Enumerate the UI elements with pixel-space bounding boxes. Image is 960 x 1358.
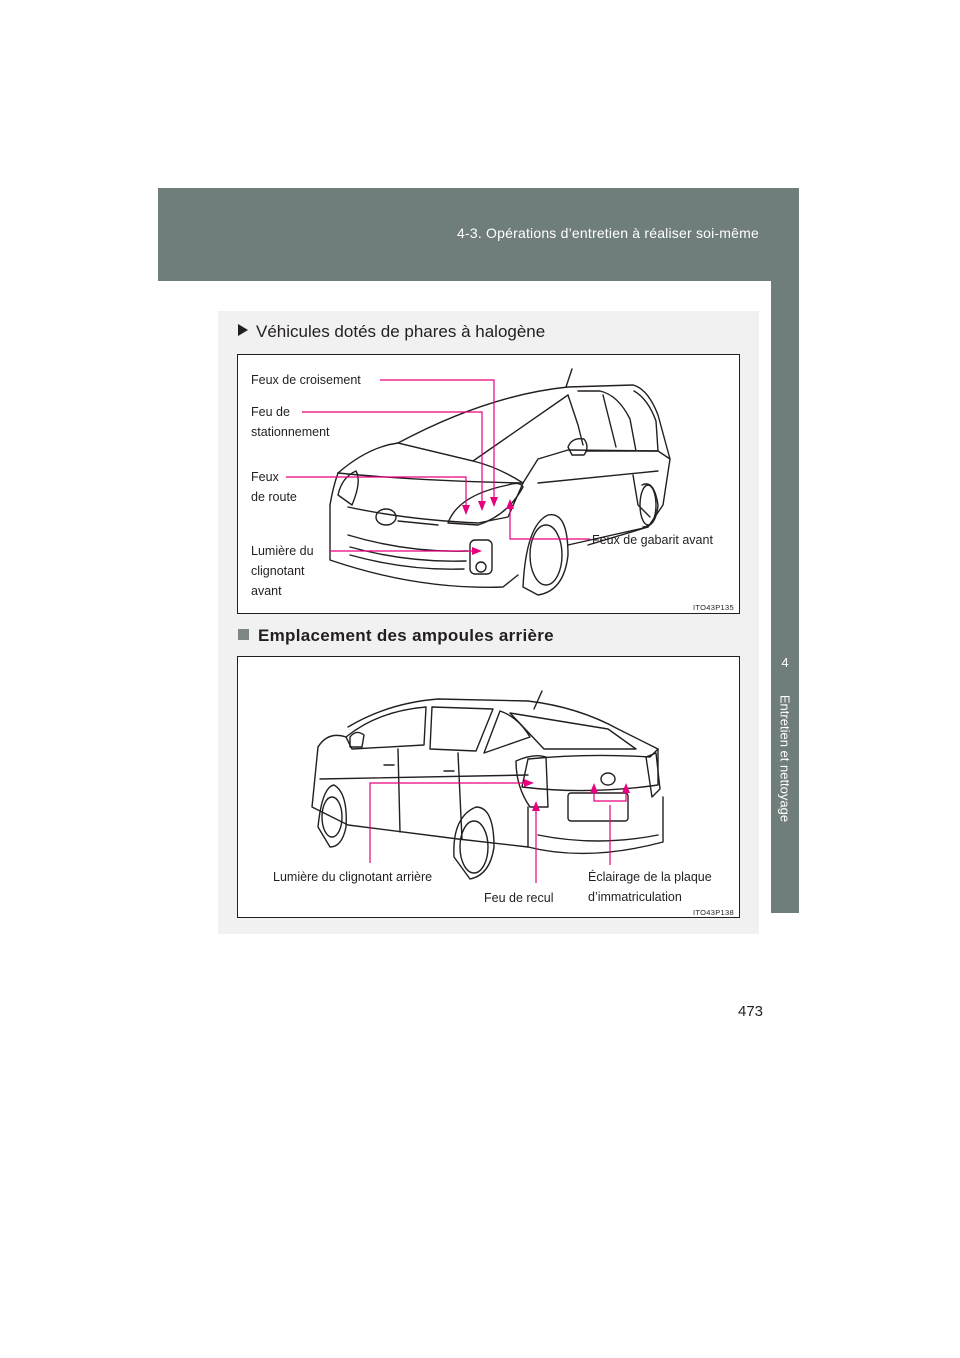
rear-bulb-section-heading: Emplacement des ampoules arrière bbox=[238, 626, 554, 646]
chapter-header-bar: 4-3. Opérations d’entretien à réaliser s… bbox=[158, 188, 799, 281]
chapter-side-tab: 4 Entretien et nettoyage bbox=[771, 281, 799, 913]
chapter-number: 4 bbox=[781, 655, 789, 670]
chapter-section-title: 4-3. Opérations d’entretien à réaliser s… bbox=[457, 225, 759, 241]
callout-rear-turn-signal: Lumière du clignotant arrière bbox=[273, 870, 433, 884]
halogen-subheading-text: Véhicules dotés de phares à halogène bbox=[256, 322, 546, 341]
rear-bulb-figure: Lumière du clignotant arrière Feu de rec… bbox=[237, 656, 740, 918]
callout-front-turn-signal: Lumière du clignotant avant bbox=[251, 544, 314, 598]
rear-bulb-section-heading-text: Emplacement des ampoules arrière bbox=[258, 626, 554, 645]
callout-low-beam: Feux de croisement bbox=[251, 373, 361, 387]
rear-car-illustration bbox=[311, 690, 664, 883]
callout-parking-light: Feu de stationnement bbox=[251, 405, 330, 439]
callout-high-beam: Feux de route bbox=[251, 470, 297, 504]
square-bullet-icon bbox=[238, 629, 249, 640]
figure-code: ITO43P135 bbox=[693, 603, 734, 612]
front-car-illustration bbox=[286, 368, 671, 596]
chapter-label: Entretien et nettoyage bbox=[777, 694, 793, 823]
callout-reverse-light: Feu de recul bbox=[484, 891, 554, 905]
triangle-bullet-icon bbox=[238, 324, 248, 336]
front-bulb-figure: Feux de croisement Feu de stationnement … bbox=[237, 354, 740, 614]
page-number: 473 bbox=[738, 1003, 764, 1020]
halogen-subheading: Véhicules dotés de phares à halogène bbox=[238, 322, 545, 342]
callout-front-side-marker: Feux de gabarit avant bbox=[592, 533, 713, 547]
callout-license-plate-light: Éclairage de la plaque d’immatriculation bbox=[588, 870, 712, 904]
figure-code: ITO43P138 bbox=[693, 908, 734, 917]
